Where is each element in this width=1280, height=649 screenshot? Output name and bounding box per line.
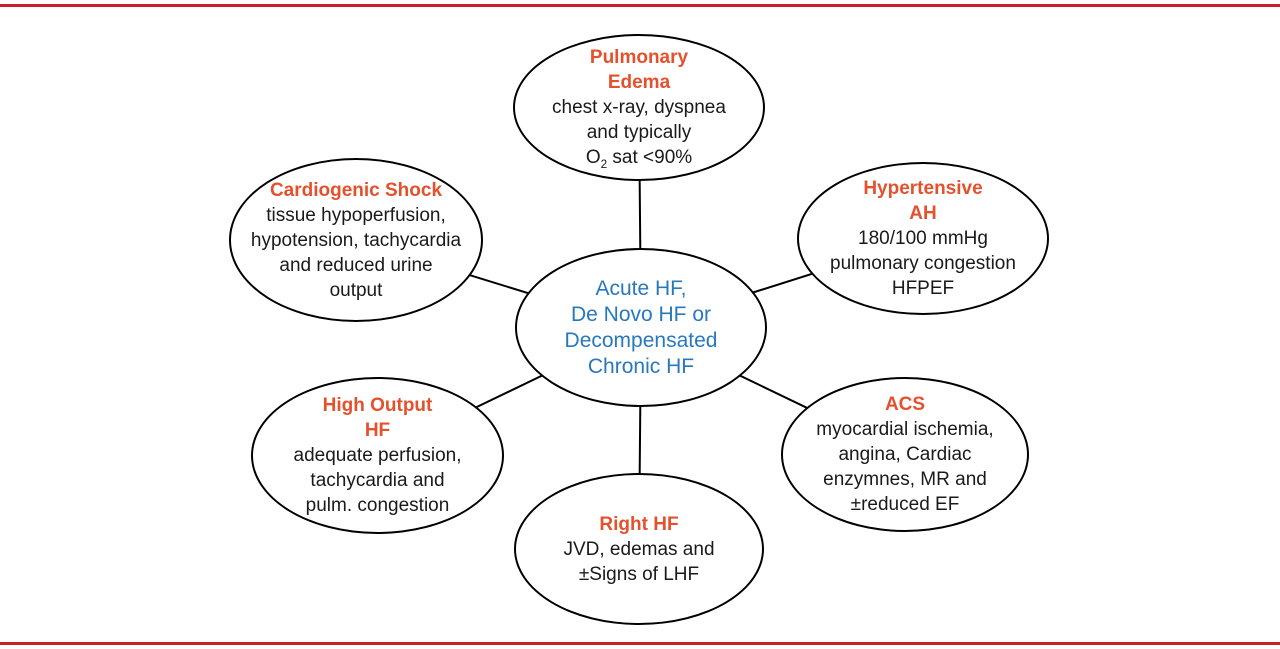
node-body: tissue hypoperfusion, hypotension, tachy… [251, 203, 461, 303]
body-line: ±reduced EF [850, 494, 960, 515]
center-line: Decompensated [564, 328, 718, 352]
title-line: Pulmonary [589, 47, 689, 68]
body-line: ±Signs of LHF [578, 563, 700, 585]
bottom-red-rule [0, 642, 1280, 645]
body-line-o2-sat: O2 sat <90% [552, 145, 726, 170]
node-body: adequate perfusion, tachycardia and pulm… [294, 443, 462, 518]
node-body: Acute HF, De Novo HF or Decompensated Ch… [565, 276, 718, 380]
node-acute-hf-center: Acute HF, De Novo HF or Decompensated Ch… [515, 248, 767, 407]
body-line: pulm. congestion [305, 495, 450, 516]
node-pulmonary-edema: Pulmonary Edema chest x-ray, dyspnea and… [513, 34, 765, 181]
node-body: myocardial ischemia, angina, Cardiac enz… [816, 417, 993, 517]
body-line: and typically [586, 122, 692, 143]
body-line: HFPEF [891, 278, 955, 299]
body-line: JVD, edemas and [563, 538, 715, 560]
center-line: De Novo HF or [570, 302, 712, 326]
body-line: tissue hypoperfusion, [266, 204, 446, 226]
node-title: Pulmonary Edema [590, 45, 688, 95]
node-title: ACS [885, 392, 925, 417]
o2-base: O [585, 147, 601, 168]
body-line: 180/100 mmHg [858, 228, 988, 249]
title-line: AH [909, 203, 937, 224]
o2-subscript: 2 [600, 157, 608, 171]
title-line: Cardiogenic Shock [269, 179, 443, 201]
body-line: enzymnes, MR and [823, 469, 987, 490]
title-line: Right HF [599, 513, 679, 535]
node-title: Right HF [599, 512, 678, 537]
node-body: JVD, edemas and ±Signs of LHF [563, 537, 714, 587]
title-line: ACS [884, 394, 926, 415]
title-line: Hypertensive [863, 178, 983, 199]
body-line: and reduced urine [279, 254, 433, 276]
top-red-rule [0, 4, 1280, 7]
node-acs: ACS myocardial ischemia, angina, Cardiac… [781, 377, 1029, 532]
node-title: Hypertensive AH [863, 176, 982, 226]
node-title: Cardiogenic Shock [270, 178, 442, 203]
node-body: 180/100 mmHg pulmonary congestion HFPEF [830, 226, 1016, 301]
o2-rest: sat <90% [607, 147, 693, 168]
body-line: output [329, 279, 383, 301]
node-title: High Output HF [323, 393, 433, 443]
title-line: High Output [322, 395, 433, 416]
body-line: pulmonary congestion [830, 253, 1016, 274]
center-line: Acute HF, [595, 276, 687, 300]
body-line: adequate perfusion, [293, 445, 462, 466]
node-body: chest x-ray, dyspnea and typically O2 sa… [552, 95, 726, 170]
title-line: HF [364, 420, 391, 441]
node-hypertensive-ah: Hypertensive AH 180/100 mmHg pulmonary c… [797, 162, 1049, 315]
body-line: tachycardia and [310, 470, 445, 491]
body-line: chest x-ray, dyspnea [552, 97, 726, 118]
title-line: Edema [607, 72, 671, 93]
body-line: myocardial ischemia, [816, 419, 994, 440]
node-cardiogenic-shock: Cardiogenic Shock tissue hypoperfusion, … [229, 158, 483, 322]
node-right-hf: Right HF JVD, edemas and ±Signs of LHF [514, 473, 764, 625]
center-line: Chronic HF [587, 354, 695, 378]
body-line: hypotension, tachycardia [250, 229, 462, 251]
body-line: angina, Cardiac [838, 444, 972, 465]
node-high-output-hf: High Output HF adequate perfusion, tachy… [251, 377, 504, 534]
